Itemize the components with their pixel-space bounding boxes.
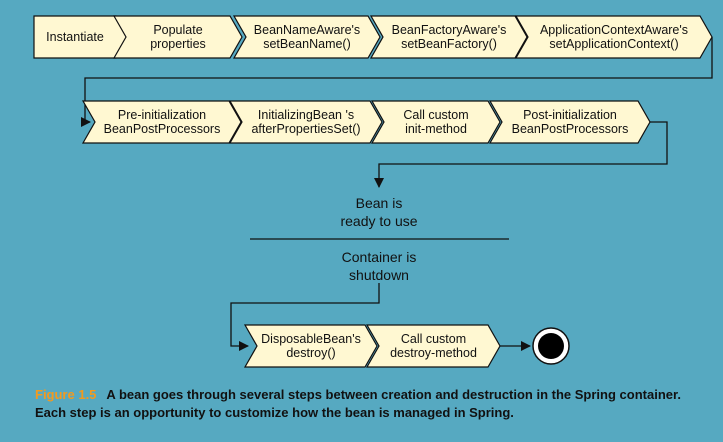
connector-shutdown-to-destroy: [230, 283, 380, 351]
step-label-line: setApplicationContext(): [549, 37, 678, 51]
chevron-shape: [365, 324, 501, 368]
chevron-shape: [243, 324, 378, 368]
step-label-line: Post-initialization: [523, 108, 617, 122]
step-app-context-aware: ApplicationContextAware'ssetApplicationC…: [514, 15, 713, 59]
state-label-line: shutdown: [349, 267, 409, 283]
state-container-shutdown: Container is shutdown: [342, 249, 417, 283]
chevron-shape: [514, 15, 713, 59]
step-label-line: InitializingBean 's: [258, 108, 354, 122]
step-label-line: BeanPostProcessors: [512, 122, 629, 136]
step-label-line: BeanFactoryAware's: [392, 23, 507, 37]
chevron-shape: [488, 100, 651, 144]
step-label-line: setBeanName(): [263, 37, 351, 51]
step-label-line: Pre-initialization: [118, 108, 206, 122]
step-label-line: destroy-method: [390, 346, 477, 360]
chevron-shape: [228, 100, 383, 144]
state-label-line: Container is: [342, 249, 417, 265]
step-label-line: BeanPostProcessors: [104, 122, 221, 136]
state-ready-to-use: Bean is ready to use: [340, 195, 417, 229]
figure-label: Figure 1.5: [35, 387, 97, 402]
state-label-line: ready to use: [340, 213, 417, 229]
chevron-shape: [370, 100, 501, 144]
step-instantiate: Instantiate: [33, 15, 129, 59]
chevron-shape: [369, 15, 528, 59]
step-label-line: setBeanFactory(): [401, 37, 497, 51]
figure-caption-text: A bean goes through several steps betwee…: [35, 387, 681, 420]
step-label-line: ApplicationContextAware's: [540, 23, 688, 37]
step-label-line: Populate: [153, 23, 202, 37]
connector-row1-to-row2: [81, 37, 713, 127]
step-label-line: Instantiate: [46, 30, 104, 44]
step-label-line: init-method: [405, 122, 467, 136]
step-label-line: BeanNameAware's: [254, 23, 360, 37]
step-label-line: afterPropertiesSet(): [251, 122, 360, 136]
end-state-icon: [532, 327, 570, 365]
chevron-shape: [81, 100, 242, 144]
step-label-line: properties: [150, 37, 206, 51]
step-label-line: destroy(): [286, 346, 335, 360]
chevron-shape: [232, 15, 381, 59]
step-label-line: Call custom: [403, 108, 468, 122]
step-label-line: Call custom: [401, 332, 466, 346]
connector-row2-to-ready: [374, 121, 668, 188]
state-label-line: Bean is: [356, 195, 403, 211]
chevron-shape: [112, 15, 243, 59]
step-label-line: DisposableBean's: [261, 332, 361, 346]
